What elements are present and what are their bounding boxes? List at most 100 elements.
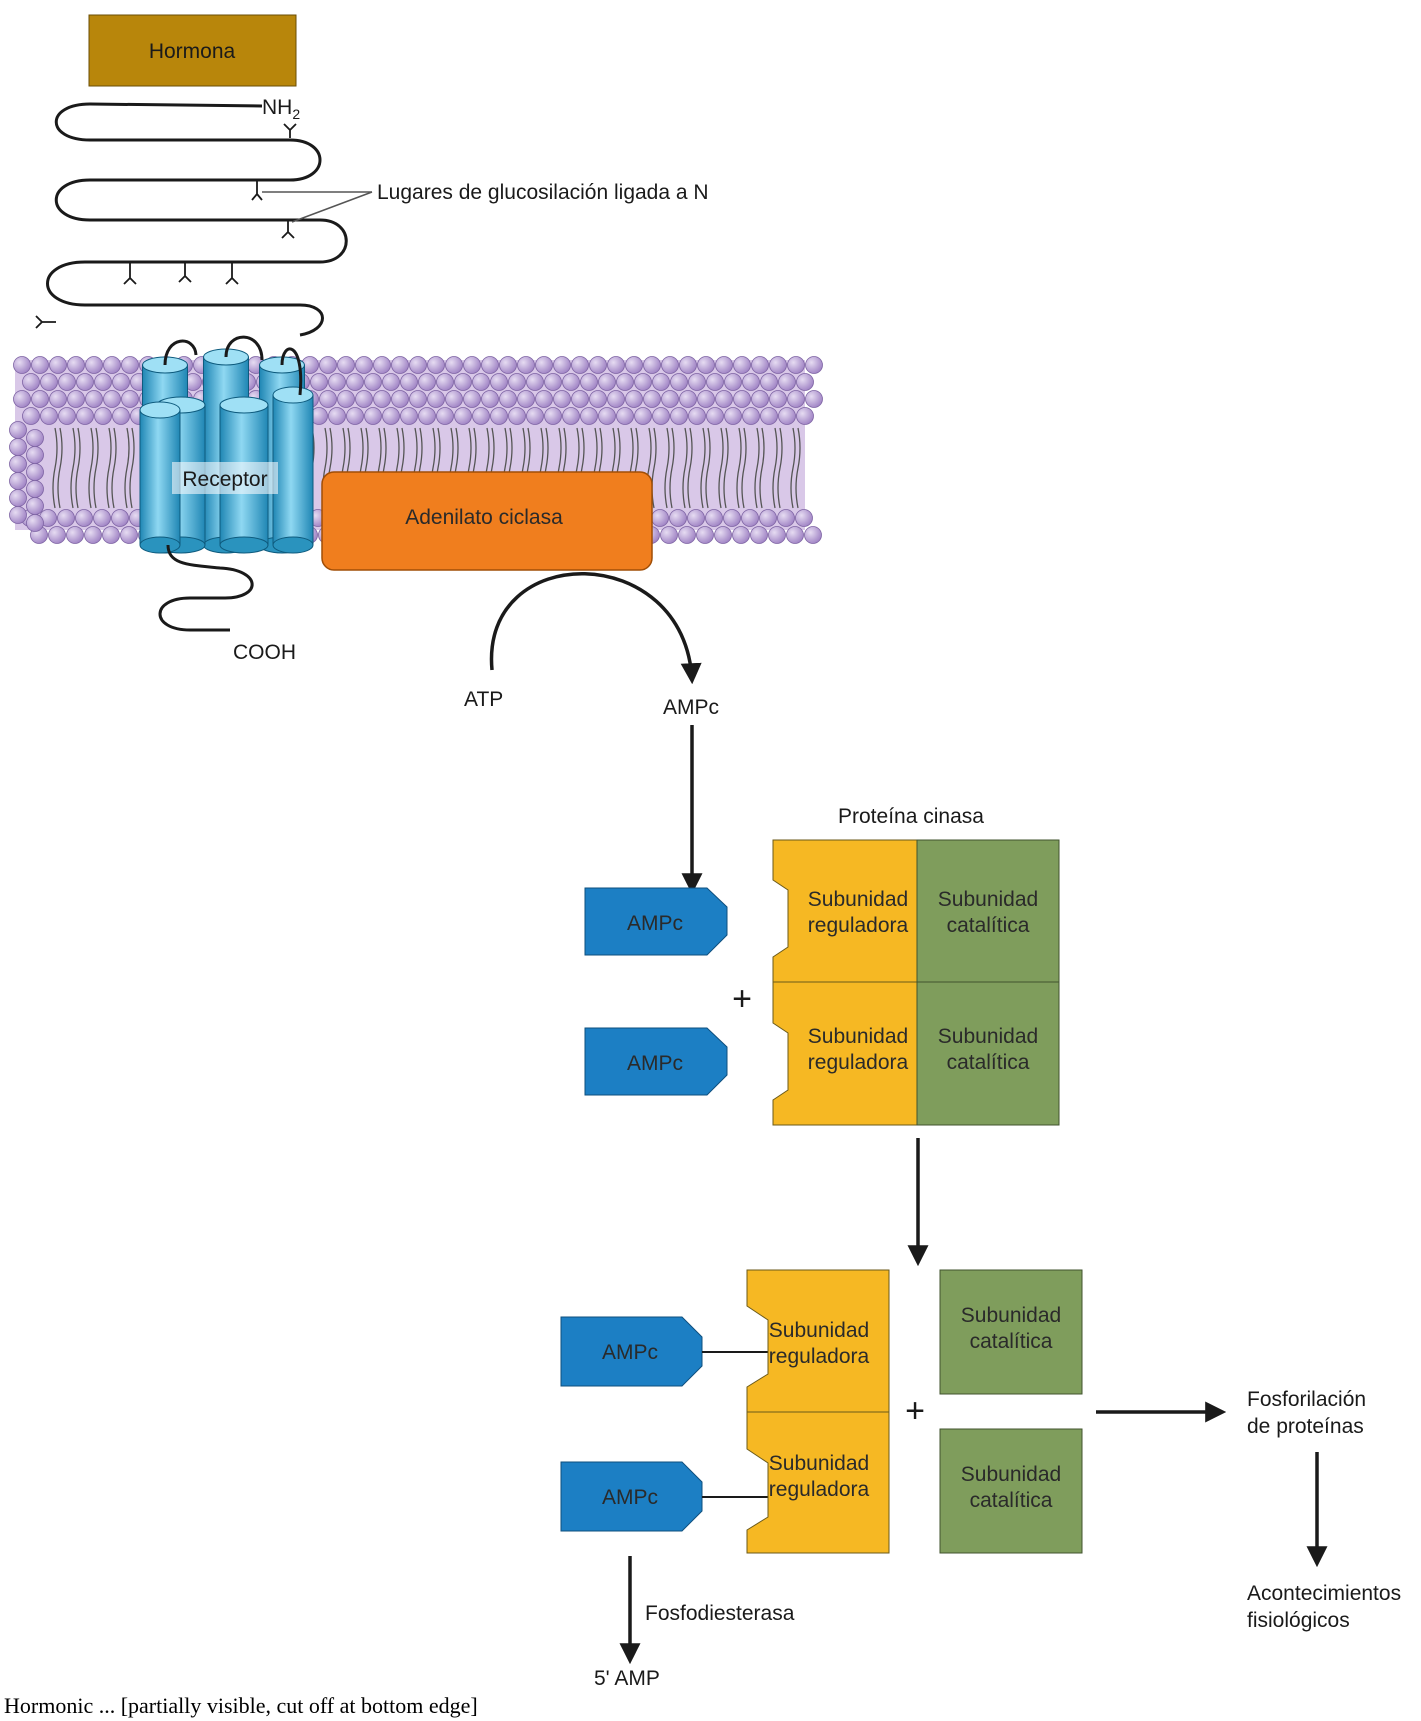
phospholipid-head (787, 390, 805, 408)
phospholipid-head (31, 390, 49, 408)
phospholipid-head (553, 390, 571, 408)
svg-text:Subunidad: Subunidad (938, 1025, 1038, 1048)
phospholipid-tail (736, 427, 742, 509)
phospholipid-head (76, 407, 94, 425)
phospholipid-head (355, 390, 373, 408)
svg-text:Subunidad: Subunidad (769, 1319, 869, 1342)
phospholipid-head (526, 373, 544, 391)
phospholipid-tail (664, 427, 670, 509)
phospholipid-head (373, 356, 391, 374)
phospholipid-tail (93, 427, 99, 509)
phospholipid-head (607, 390, 625, 408)
phospholipid-head (26, 446, 44, 464)
phospholipid-head (696, 526, 714, 544)
phospholipid-tail (759, 427, 765, 509)
phospholipid-head (679, 390, 697, 408)
events-label-line1: Acontecimientos (1247, 1582, 1401, 1605)
phospholipid-head (364, 373, 382, 391)
phospholipid-head (120, 526, 138, 544)
cooh-label: COOH (233, 641, 296, 664)
phospholipid-tail (772, 427, 778, 509)
phospholipid-head (9, 421, 27, 439)
phospholipid-head (490, 407, 508, 425)
phospholipid-tail (106, 427, 112, 509)
svg-text:reguladora: reguladora (808, 914, 909, 937)
phospholipid-tail (57, 427, 63, 509)
phospholipid-tail (741, 427, 747, 509)
camp-molecule: AMPc (584, 887, 728, 956)
phospholipid-head (697, 390, 715, 408)
catalytic-subunit: Subunidad catalítica (916, 839, 1060, 983)
phospholipid-head (409, 356, 427, 374)
svg-text:catalítica: catalítica (947, 1051, 1030, 1074)
phospholipid-head (436, 373, 454, 391)
phospholipid-head (706, 373, 724, 391)
phospholipid-head (499, 356, 517, 374)
glycosylation-label: Lugares de glucosilación ligada a N (377, 181, 709, 204)
phospholipid-head (22, 407, 40, 425)
protein-kinase-complex: Subunidad reguladora Subunidad catalític… (772, 839, 1060, 1126)
phospholipid-head (22, 373, 40, 391)
phospholipid-head (796, 373, 814, 391)
hormone: Hormona (88, 14, 297, 87)
phospholipid-head (760, 373, 778, 391)
phospholipid-head (733, 356, 751, 374)
receptor-transmembrane-helices (139, 335, 314, 554)
phospholipid-head (562, 407, 580, 425)
phospholipid-head (490, 373, 508, 391)
phospholipid-head (598, 373, 616, 391)
svg-text:reguladora: reguladora (769, 1345, 870, 1368)
phospholipid-head (445, 390, 463, 408)
phospholipid-head (643, 390, 661, 408)
phosphorylation-label-line1: Fosforilación (1247, 1388, 1366, 1411)
phospholipid-head (724, 373, 742, 391)
atp-label: ATP (464, 688, 503, 711)
phospholipid-head (9, 438, 27, 456)
phospholipid-head (102, 526, 120, 544)
phospholipid-tail (88, 427, 94, 509)
phospholipid-head (67, 356, 85, 374)
phospholipid-head (400, 373, 418, 391)
receptor-label: Receptor (182, 468, 267, 491)
phospholipid-head (391, 356, 409, 374)
protein-kinase-label: Proteína cinasa (838, 805, 984, 828)
phospholipid-head (553, 356, 571, 374)
phospholipid-head (661, 390, 679, 408)
phospholipid-tail (790, 427, 796, 509)
phospholipid-head (724, 407, 742, 425)
phospholipid-head (687, 509, 705, 527)
plus-sign: + (905, 1392, 925, 1430)
phospholipid-head (31, 356, 49, 374)
phospholipid-head (661, 356, 679, 374)
glycosylation-leader-lines (262, 191, 373, 223)
phospholipid-head (715, 356, 733, 374)
phospholipid-head (733, 390, 751, 408)
phospholipid-head (769, 390, 787, 408)
phospholipid-head (598, 407, 616, 425)
phospholipid-head (805, 356, 823, 374)
phospholipid-head (328, 407, 346, 425)
phospholipid-tail (129, 427, 135, 509)
phospholipid-head (337, 356, 355, 374)
phosphodiesterase-label: Fosfodiesterasa (645, 1602, 795, 1625)
transmembrane-helix (272, 386, 314, 554)
adenylate-cyclase: Adenilato ciclasa (321, 471, 653, 571)
phospholipid-head (26, 480, 44, 498)
svg-text:AMPc: AMPc (602, 1341, 658, 1364)
figure-caption: Hormonic ... [partially visible, cut off… (4, 1693, 478, 1718)
amp5-label: 5' AMP (594, 1667, 660, 1690)
phospholipid-head (103, 356, 121, 374)
phospholipid-head (337, 390, 355, 408)
regulatory-subunit: Subunidad reguladora (772, 981, 918, 1126)
svg-text:Subunidad: Subunidad (808, 888, 908, 911)
phospholipid-head (40, 373, 58, 391)
regulatory-subunit: Subunidad reguladora (746, 1269, 890, 1413)
phospholipid-tail (687, 427, 693, 509)
catalytic-subunit: Subunidad catalítica (916, 981, 1060, 1126)
phospholipid-tail (718, 427, 724, 509)
phospholipid-head (103, 390, 121, 408)
svg-text:Subunidad: Subunidad (938, 888, 1038, 911)
svg-text:catalítica: catalítica (947, 914, 1030, 937)
phospholipid-head (481, 390, 499, 408)
phospholipid-head (760, 407, 778, 425)
